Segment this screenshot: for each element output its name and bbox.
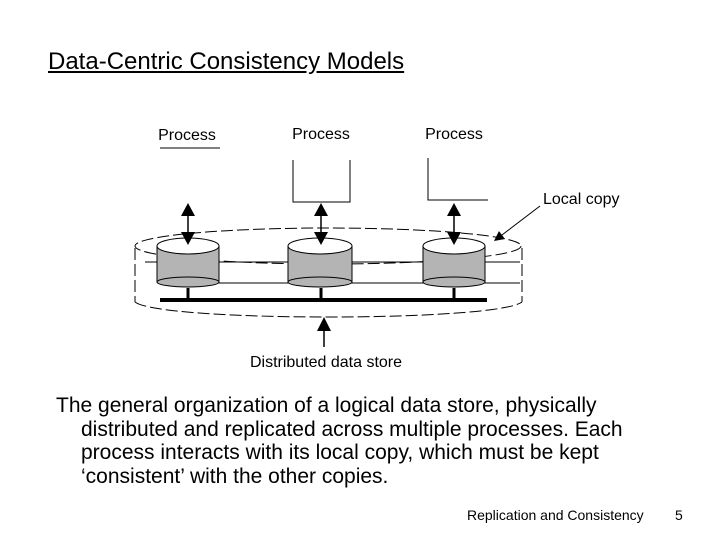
page-number: 5	[675, 507, 683, 523]
process-brackets	[160, 147, 488, 203]
process-copy-arrows	[181, 203, 461, 245]
data-store-arrowhead	[317, 317, 331, 331]
local-copy-label: Local copy	[543, 191, 620, 208]
process-label-3: Process	[425, 126, 483, 143]
data-store-label: Distributed data store	[250, 354, 402, 371]
disk-3	[422, 237, 486, 288]
local-copy-pointer	[494, 205, 541, 242]
process-label-1: Process	[158, 127, 216, 144]
process-label-2: Process	[292, 126, 350, 143]
disk-2	[287, 237, 353, 288]
slide-caption: The general organization of a logical da…	[56, 394, 623, 488]
slide-title: Data-Centric Consistency Models	[48, 48, 405, 75]
footer-label: Replication and Consistency	[467, 507, 644, 523]
disk-1	[156, 237, 220, 288]
network-bus	[160, 288, 487, 302]
